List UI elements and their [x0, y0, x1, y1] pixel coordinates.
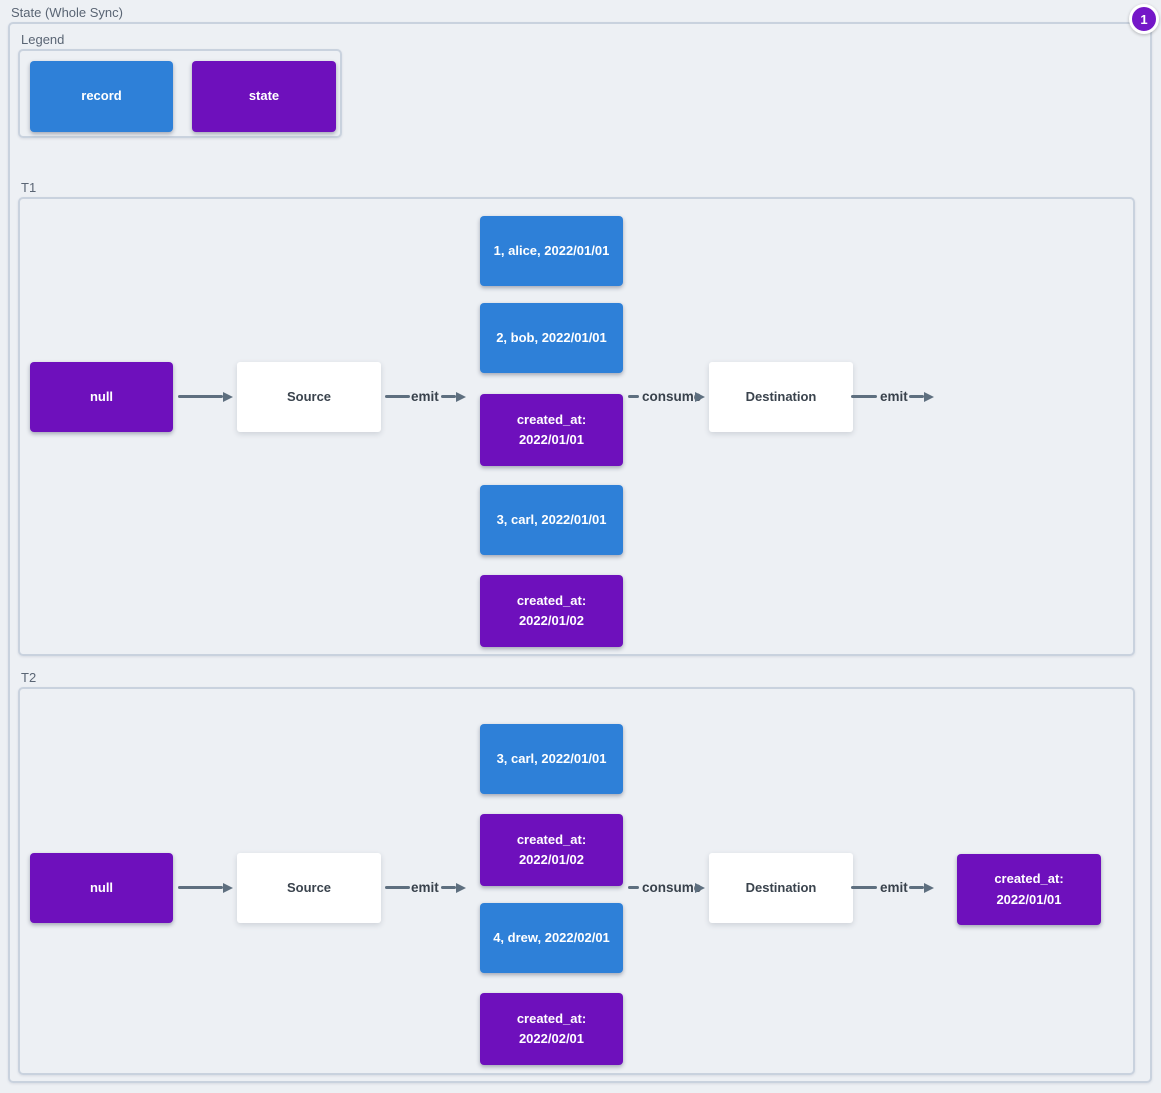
emit-label: emit	[411, 880, 439, 895]
queue-record-box: 4, drew, 2022/02/01	[480, 903, 623, 973]
section-label: T1	[21, 180, 37, 195]
flow-arrow-line	[178, 886, 223, 889]
input-state-node: null	[30, 362, 173, 432]
queue-record-box: 3, carl, 2022/01/01	[480, 724, 623, 794]
queue-state-box: created_at: 2022/02/01	[480, 993, 623, 1065]
emit-label: emit	[411, 389, 439, 404]
destination-node: Destination	[709, 362, 853, 432]
group-state-whole-sync: State (Whole Sync) Legend record state T…	[8, 5, 1152, 1083]
consume-label: consume	[642, 389, 702, 404]
section-t1: T1 null Source emit 1, alice, 2022/01/01…	[18, 180, 1135, 656]
annotation-badge: 1	[1129, 4, 1159, 34]
emit-arrow-head	[924, 883, 934, 893]
consume-arrow-line	[628, 395, 639, 398]
destination-node: Destination	[709, 853, 853, 923]
legend-record-box: record	[30, 61, 173, 132]
queue-record-box: 1, alice, 2022/01/01	[480, 216, 623, 286]
flow-arrow-head	[223, 392, 233, 402]
queue-state-box: created_at: 2022/01/02	[480, 575, 623, 647]
legend-group: Legend record state	[18, 32, 342, 138]
consume-arrow-head	[695, 883, 705, 893]
legend-state-box: state	[192, 61, 336, 132]
consume-arrow-head	[695, 392, 705, 402]
page-title: State (Whole Sync)	[11, 5, 123, 20]
flow-arrow-head	[223, 883, 233, 893]
emit-arrow-head	[456, 883, 466, 893]
emit-arrow-head	[456, 392, 466, 402]
emit-label: emit	[880, 389, 908, 404]
emit-arrow-line	[851, 395, 877, 398]
source-node: Source	[237, 362, 381, 432]
emit-arrow-line	[385, 886, 410, 889]
emit-arrow-line	[441, 886, 456, 889]
section-t2: T2 null Source emit 3, carl, 2022/01/01 …	[18, 670, 1135, 1075]
consume-label: consume	[642, 880, 702, 895]
legend-label: Legend	[21, 32, 65, 47]
consume-arrow-line	[628, 886, 639, 889]
queue-record-box: 2, bob, 2022/01/01	[480, 303, 623, 373]
flow-arrow-line	[178, 395, 223, 398]
emit-arrow-head	[924, 392, 934, 402]
input-state-node: null	[30, 853, 173, 923]
queue-state-box: created_at: 2022/01/02	[480, 814, 623, 886]
section-label: T2	[21, 670, 37, 685]
emit-arrow-line	[441, 395, 456, 398]
emit-arrow-line	[851, 886, 877, 889]
emit-arrow-line	[909, 886, 924, 889]
emit-arrow-line	[385, 395, 410, 398]
emit-arrow-line	[909, 395, 924, 398]
annotation-badge-number: 1	[1140, 11, 1148, 27]
emit-label: emit	[880, 880, 908, 895]
queue-record-box: 3, carl, 2022/01/01	[480, 485, 623, 555]
output-state-node: created_at: 2022/01/01	[957, 854, 1101, 925]
source-node: Source	[237, 853, 381, 923]
queue-state-box: created_at: 2022/01/01	[480, 394, 623, 466]
